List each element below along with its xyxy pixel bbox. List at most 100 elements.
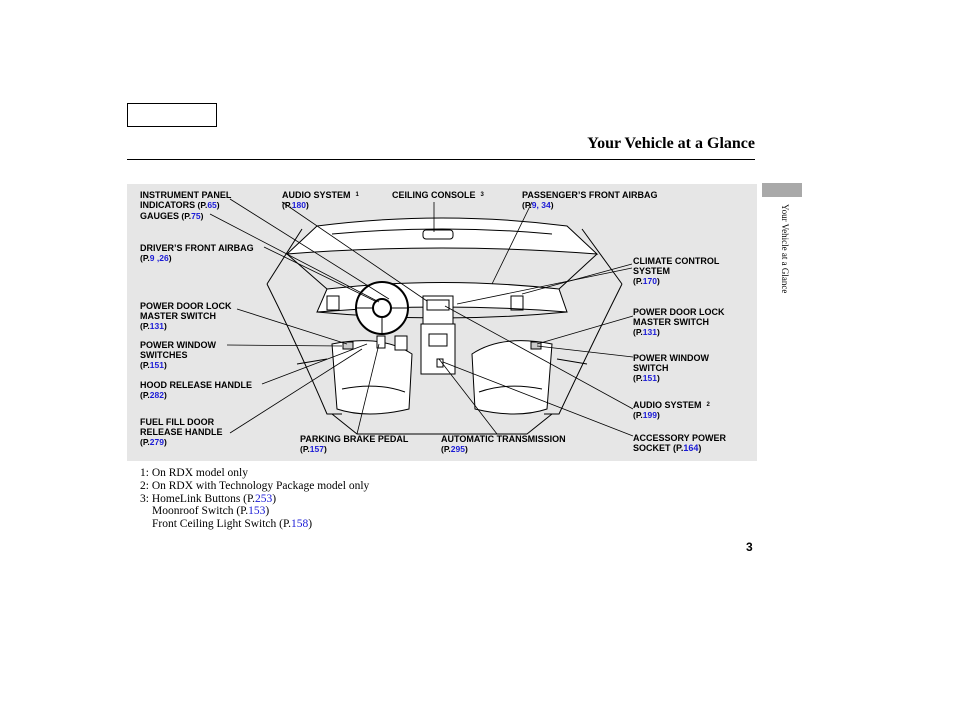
callout-line: MASTER SWITCH	[140, 311, 216, 321]
ref-prefix: (P.	[441, 444, 451, 454]
page-link[interactable]: 279	[149, 437, 164, 447]
callout-line: ACCESSORY POWER	[633, 433, 727, 443]
ref-prefix: (P.	[140, 390, 150, 400]
ref-suffix: )	[272, 492, 277, 505]
callout-line: POWER WINDOW	[633, 353, 709, 363]
page-link[interactable]: 131	[149, 321, 164, 331]
callout-line: POWER DOOR LOCK	[633, 307, 725, 317]
callout-line: SWITCH	[633, 363, 669, 373]
footnote-text: Moonroof Switch (P.	[152, 505, 249, 518]
footnote-2: 2: On RDX with Technology Package model …	[140, 479, 370, 492]
page-link[interactable]: 180	[291, 200, 306, 210]
page-link[interactable]: 151	[642, 373, 657, 383]
callout-line: CLIMATE CONTROL	[633, 256, 720, 266]
callout-line: AUDIO SYSTEM	[633, 400, 702, 410]
ref-prefix: (P.	[522, 200, 532, 210]
ref-prefix: (P.	[282, 200, 292, 210]
title-rule	[127, 159, 755, 160]
page-link[interactable]: 9 ,26	[149, 253, 169, 263]
callout-line: INDICATORS	[140, 200, 196, 210]
page-link[interactable]: 199	[642, 410, 657, 420]
ref-suffix: )	[265, 505, 270, 518]
page-link[interactable]: 295	[450, 444, 465, 454]
callout-power-window-left: POWER WINDOW SWITCHES (P.151)	[140, 340, 216, 371]
page-link[interactable]: 158	[290, 518, 309, 531]
ref-prefix: (P.	[633, 373, 643, 383]
callout-ceiling-console: CEILING CONSOLE 3	[392, 190, 484, 200]
ref-suffix: )	[656, 410, 660, 420]
footnote-text: Front Ceiling Light Switch (P.	[152, 518, 291, 531]
footnote-marker: 1	[355, 192, 359, 198]
ref-suffix: )	[550, 200, 554, 210]
page-link[interactable]: 170	[642, 276, 657, 286]
callout-line: DRIVER’S FRONT AIRBAG	[140, 243, 254, 253]
vehicle-interior-illustration	[209, 198, 634, 437]
callout-passenger-airbag: PASSENGER’S FRONT AIRBAG (P.9, 34)	[522, 190, 658, 211]
ref-prefix: (P.	[140, 253, 150, 263]
footnote-3b: Moonroof Switch (P.153)	[140, 505, 369, 518]
page-link[interactable]: 157	[309, 444, 324, 454]
ref-prefix: (P.	[140, 360, 150, 370]
ref-suffix: )	[168, 253, 172, 263]
ref-suffix: )	[163, 437, 167, 447]
callout-line: MASTER SWITCH	[633, 317, 709, 327]
ref-suffix: )	[323, 444, 327, 454]
callout-accessory-power: ACCESSORY POWER SOCKET (P.164)	[633, 433, 726, 453]
footnote-3c: Front Ceiling Light Switch (P.158)	[140, 518, 369, 531]
ref-suffix: )	[163, 390, 167, 400]
header-box	[127, 103, 217, 127]
callout-line: INSTRUMENT PANEL	[140, 190, 232, 200]
callout-line: POWER DOOR LOCK	[140, 301, 232, 311]
callout-audio-system-top: AUDIO SYSTEM 1 (P.180)	[282, 190, 359, 211]
callout-line: AUDIO SYSTEM	[282, 190, 351, 200]
side-tab-text: Your Vehicle at a Glance	[780, 204, 790, 294]
callout-line: HOOD RELEASE HANDLE	[140, 380, 253, 390]
callout-power-window-right: POWER WINDOW SWITCH (P.151)	[633, 353, 709, 384]
callout-line: SYSTEM	[633, 266, 671, 276]
ref-prefix: (P.	[633, 410, 643, 420]
page-link[interactable]: 65	[207, 200, 217, 210]
ref-suffix: )	[464, 444, 468, 454]
callout-hood-release: HOOD RELEASE HANDLE (P.282)	[140, 380, 252, 401]
side-tab	[762, 183, 802, 197]
ref-suffix: )	[656, 373, 660, 383]
footnote-marker: 3	[480, 192, 484, 198]
ref-prefix: (P.	[140, 437, 150, 447]
ref-suffix: )	[163, 321, 167, 331]
footnote-text: 3: HomeLink Buttons (P.	[140, 492, 256, 505]
ref-prefix: (P.	[179, 211, 192, 221]
ref-suffix: )	[656, 327, 660, 337]
page-link[interactable]: 131	[642, 327, 657, 337]
ref-prefix: (P.	[140, 321, 150, 331]
page-link[interactable]: 153	[248, 505, 266, 518]
ref-prefix: (P.	[300, 444, 310, 454]
callout-line: GAUGES	[140, 211, 180, 221]
ref-prefix: (P.	[633, 276, 643, 286]
footnotes: 1: On RDX model only 2: On RDX with Tech…	[140, 467, 369, 531]
ref-suffix: )	[305, 200, 309, 210]
page-link[interactable]: 75	[191, 211, 201, 221]
callout-line: PARKING BRAKE PEDAL	[300, 434, 409, 444]
callout-automatic-transmission: AUTOMATIC TRANSMISSION (P.295)	[441, 434, 566, 455]
callout-line: CEILING CONSOLE	[392, 190, 476, 200]
callout-power-door-lock-right: POWER DOOR LOCK MASTER SWITCH (P.131)	[633, 307, 725, 338]
callout-instrument-panel: INSTRUMENT PANEL INDICATORS (P.65) GAUGE…	[140, 190, 231, 222]
page-link[interactable]: 9, 34	[531, 200, 551, 210]
ref-prefix: (P.	[195, 200, 208, 210]
page-link[interactable]: 164	[683, 443, 699, 453]
page-number: 3	[746, 540, 753, 554]
callout-line: FUEL FILL DOOR	[140, 417, 215, 427]
callout-line: PASSENGER’S FRONT AIRBAG	[522, 190, 658, 200]
callout-line: POWER WINDOW	[140, 340, 216, 350]
callout-fuel-fill: FUEL FILL DOOR RELEASE HANDLE (P.279)	[140, 417, 223, 448]
page-link[interactable]: 282	[149, 390, 164, 400]
callout-parking-brake: PARKING BRAKE PEDAL (P.157)	[300, 434, 408, 455]
page-link[interactable]: 253	[255, 492, 273, 505]
callout-power-door-lock-left: POWER DOOR LOCK MASTER SWITCH (P.131)	[140, 301, 232, 332]
callout-climate-control: CLIMATE CONTROL SYSTEM (P.170)	[633, 256, 719, 287]
page-link[interactable]: 151	[149, 360, 164, 370]
footnote-3: 3: HomeLink Buttons (P.253)	[140, 493, 369, 506]
ref-suffix: )	[698, 443, 702, 453]
ref-prefix: (P.	[633, 327, 643, 337]
